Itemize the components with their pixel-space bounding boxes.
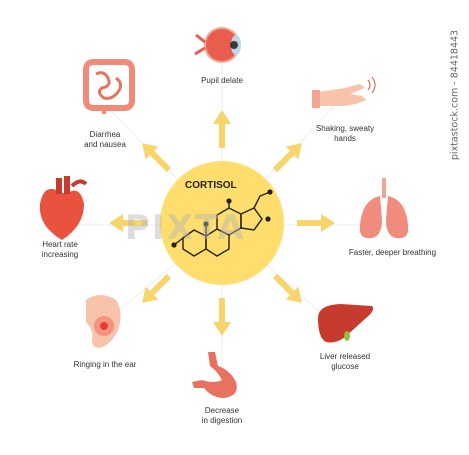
heart-icon <box>39 176 88 240</box>
arrow-left <box>109 214 147 232</box>
stock-id-text: pixtastock.com - 84418443 <box>448 8 462 183</box>
arrow-right <box>297 214 335 232</box>
eye-icon <box>194 27 241 63</box>
lungs-icon <box>359 178 409 239</box>
hand-icon <box>312 76 376 108</box>
arrow-down-left <box>142 273 172 303</box>
stock-id-label: pixtastock.com - 84418443 <box>449 29 461 161</box>
label-hands: Shaking, sweaty hands <box>315 124 375 143</box>
arrows <box>109 110 335 336</box>
molecule-atoms <box>171 189 273 248</box>
label-liver: Liver released glucose <box>319 352 371 371</box>
ear-icon <box>86 295 121 348</box>
arrow-up <box>213 110 231 148</box>
label-pupil: Pupil delate <box>201 76 243 85</box>
cortisol-title: CORTISOL <box>185 180 237 191</box>
label-breathing: Faster, deeper breathing <box>348 248 437 257</box>
label-digestion: Decrease in digestion <box>201 406 243 425</box>
arrow-down-right <box>272 273 302 303</box>
stomach-icon <box>192 352 237 398</box>
arrow-up-left <box>142 143 172 173</box>
label-ear: Ringing in the ear <box>73 360 137 369</box>
label-heart: Heart rate increasing <box>41 240 79 259</box>
label-intestine: Diarrhea and nausea <box>84 130 126 149</box>
intestine-icon <box>83 59 135 114</box>
watermark-text: PIXTA <box>125 208 246 248</box>
arrow-up-right <box>272 143 302 173</box>
arrow-down <box>213 298 231 336</box>
liver-icon <box>318 304 374 343</box>
